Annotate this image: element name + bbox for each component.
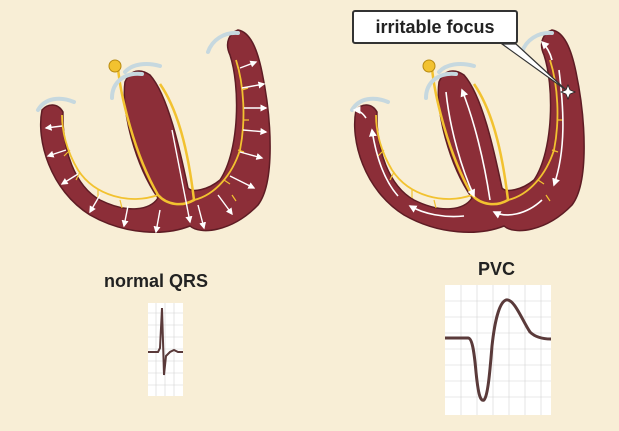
pvc-trace <box>445 298 552 402</box>
star-icon <box>559 83 577 101</box>
arrow-icon <box>239 151 264 160</box>
valve-icon <box>110 71 144 100</box>
normal-purkinje-right <box>193 59 245 201</box>
arrow-icon <box>46 149 67 158</box>
pvc-label: PVC <box>478 259 516 279</box>
normal-qrs-ecg <box>148 303 183 396</box>
valve-icon <box>520 30 554 54</box>
arrow-icon <box>540 40 553 61</box>
normal-purkinje-twigs <box>63 87 249 209</box>
valve-icon <box>36 96 76 112</box>
valve-icon <box>424 71 458 100</box>
pvc-purkinje-left <box>375 114 473 200</box>
arrow-icon <box>242 128 268 136</box>
valve-icon <box>123 62 162 74</box>
pvc-purkinje-twigs <box>377 119 563 209</box>
arrow-icon <box>44 123 63 131</box>
arrow-icon <box>197 204 206 230</box>
normal-depolarization-arrows <box>44 60 268 234</box>
arrow-icon <box>445 91 475 198</box>
pvc-ecg <box>445 285 552 415</box>
arrow-icon <box>408 205 465 218</box>
irritable-focus-callout: irritable focus <box>352 10 518 44</box>
normal-myocardium <box>39 29 271 233</box>
arrow-icon <box>89 194 101 214</box>
arrow-icon <box>552 69 564 187</box>
arrow-icon <box>369 128 399 197</box>
arrow-icon <box>492 199 543 219</box>
arrow-icon <box>121 205 129 228</box>
normal-qrs-trace <box>148 307 183 376</box>
normal-purkinje-left <box>61 114 159 200</box>
arrow-icon <box>60 173 79 185</box>
pvc-propagation-arrows <box>352 40 564 219</box>
normal-conduction-bundle <box>116 67 196 206</box>
arrow-icon <box>217 194 233 216</box>
callout-pointer <box>500 43 567 91</box>
callout-label: irritable focus <box>375 16 495 37</box>
arrow-icon <box>239 60 258 69</box>
pvc-purkinje-right <box>507 59 559 201</box>
pvc-conduction-bundle <box>430 67 510 206</box>
arrow-icon <box>229 175 256 189</box>
normal-qrs-label: normal QRS <box>104 271 209 291</box>
pvc-heart-diagram <box>350 29 585 233</box>
arrow-icon <box>352 106 367 119</box>
sa-node <box>108 59 122 73</box>
valve-icon <box>206 30 240 54</box>
normal-heart-diagram <box>36 29 271 234</box>
pvc-sa-node <box>422 59 436 73</box>
arrow-icon <box>460 88 491 201</box>
valve-icon <box>437 62 476 74</box>
pvc-myocardium <box>353 29 585 233</box>
arrow-icon <box>153 209 161 234</box>
arrow-icon <box>241 81 266 89</box>
arrow-icon <box>171 129 193 224</box>
